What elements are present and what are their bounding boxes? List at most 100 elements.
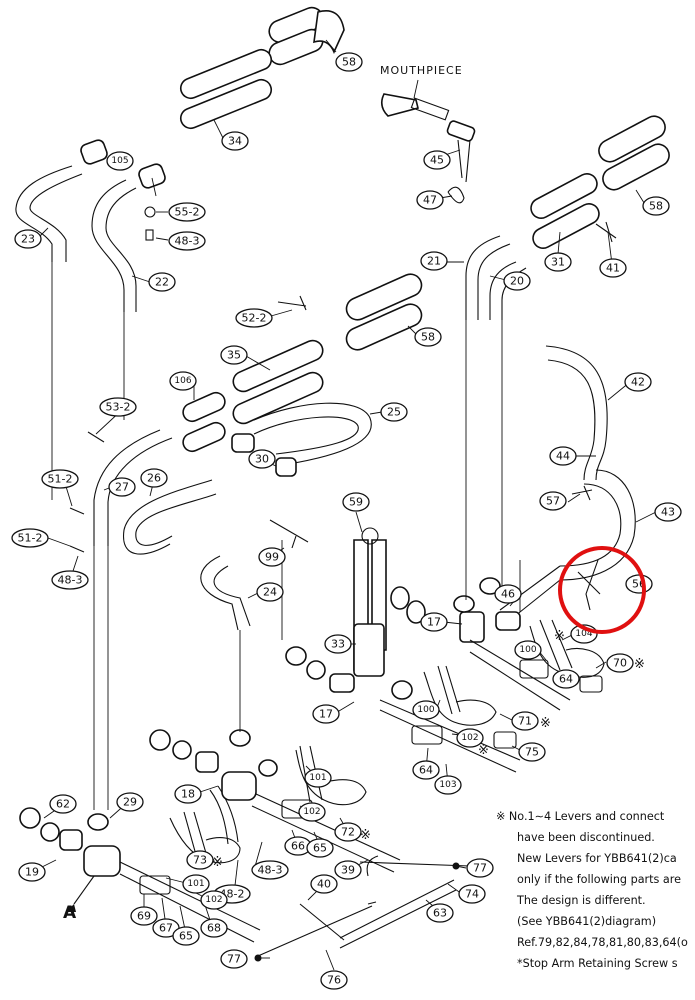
svg-text:48-3: 48-3	[58, 574, 83, 587]
part-bubble[interactable]: 44	[549, 446, 577, 466]
left-curved-tubes	[69, 429, 309, 631]
svg-text:30: 30	[255, 453, 269, 466]
svg-text:99: 99	[265, 551, 279, 564]
svg-text:106: 106	[174, 376, 191, 386]
part-bubble[interactable]: 64	[412, 760, 440, 780]
upper-left-tubes	[15, 6, 345, 312]
part-bubble[interactable]: 45	[423, 150, 451, 170]
part-bubble[interactable]: 76	[320, 970, 348, 990]
part-bubble[interactable]: 35	[220, 345, 248, 365]
part-bubble[interactable]: 75	[518, 742, 546, 762]
part-bubble[interactable]: 24	[256, 582, 284, 602]
part-bubble[interactable]: 20	[503, 271, 531, 291]
part-bubble[interactable]: 57	[539, 491, 567, 511]
svg-text:70: 70	[613, 657, 627, 670]
part-bubble[interactable]: 99	[258, 547, 286, 567]
part-bubble[interactable]: 17	[312, 704, 340, 724]
part-bubble[interactable]: 19	[18, 862, 46, 882]
svg-text:27: 27	[115, 481, 129, 494]
part-bubble[interactable]: 51-2	[41, 469, 79, 489]
part-bubble[interactable]: 102	[456, 728, 484, 748]
part-bubble[interactable]: 105	[106, 151, 134, 171]
part-bubble[interactable]: 33	[324, 634, 352, 654]
part-bubble[interactable]: 21	[420, 251, 448, 271]
part-bubble[interactable]: 48-3	[168, 231, 206, 251]
svg-text:34: 34	[228, 135, 242, 148]
part-bubble[interactable]: 101	[304, 768, 332, 788]
part-bubble[interactable]: 58	[335, 52, 363, 72]
svg-text:65: 65	[179, 930, 193, 943]
part-bubble[interactable]: 56	[625, 574, 653, 594]
part-bubble[interactable]: 22	[148, 272, 176, 292]
svg-text:101: 101	[187, 879, 204, 889]
part-bubble[interactable]: 104	[570, 624, 598, 644]
part-bubble[interactable]: 46	[494, 584, 522, 604]
part-bubble[interactable]: 58	[414, 327, 442, 347]
part-bubble[interactable]: 34	[221, 131, 249, 151]
svg-text:24: 24	[263, 586, 277, 599]
part-bubble[interactable]: 65	[172, 926, 200, 946]
part-bubble[interactable]: 51-2	[11, 528, 49, 548]
part-bubble[interactable]: 41	[599, 258, 627, 278]
part-bubble[interactable]: 100	[412, 700, 440, 720]
part-bubble[interactable]: 23	[14, 229, 42, 249]
part-bubble[interactable]: 71	[511, 711, 539, 731]
part-bubble[interactable]: 100	[514, 640, 542, 660]
bottom-rod-assembly	[254, 855, 471, 962]
part-bubble[interactable]: 63	[426, 903, 454, 923]
part-bubble[interactable]: 39	[334, 860, 362, 880]
part-bubble[interactable]: 68	[200, 918, 228, 938]
part-bubble[interactable]: 66	[284, 836, 312, 856]
part-bubble[interactable]: 25	[380, 402, 408, 422]
part-bubble[interactable]: 53-2	[99, 397, 137, 417]
part-bubble[interactable]: 103	[434, 775, 462, 795]
part-bubble[interactable]: 48-3	[51, 570, 89, 590]
part-bubble[interactable]: 17	[420, 612, 448, 632]
svg-text:35: 35	[227, 349, 241, 362]
part-bubble[interactable]: 58	[642, 196, 670, 216]
note-line: (See YBB641(2)diagram)	[517, 915, 657, 928]
svg-text:102: 102	[303, 807, 320, 817]
part-bubble[interactable]: 18	[174, 784, 202, 804]
part-bubble[interactable]: 31	[544, 252, 572, 272]
part-bubble[interactable]: 62	[49, 794, 77, 814]
part-bubble[interactable]: 72	[334, 822, 362, 842]
part-bubble[interactable]: 59	[342, 492, 370, 512]
svg-text:44: 44	[556, 450, 570, 463]
svg-text:62: 62	[56, 798, 70, 811]
part-bubble[interactable]: 102	[298, 802, 326, 822]
center-valve-assembly	[285, 527, 571, 773]
svg-text:76: 76	[327, 974, 341, 987]
svg-text:42: 42	[631, 376, 645, 389]
part-bubble[interactable]: 77	[466, 858, 494, 878]
part-bubble[interactable]: 67	[152, 918, 180, 938]
upper-right-tubes	[465, 115, 670, 320]
svg-text:20: 20	[510, 275, 524, 288]
part-bubble[interactable]: 74	[458, 884, 486, 904]
svg-text:103: 103	[439, 780, 456, 790]
part-bubble[interactable]: 30	[248, 449, 276, 469]
part-bubble[interactable]: 69	[130, 906, 158, 926]
svg-text:58: 58	[421, 331, 435, 344]
part-bubble[interactable]: 65	[306, 838, 334, 858]
note-line: have been discontinued.	[517, 831, 655, 844]
part-bubble[interactable]: 70	[606, 653, 634, 673]
part-bubble[interactable]: 52-2	[235, 308, 273, 328]
part-bubble[interactable]: 43	[654, 502, 682, 522]
part-bubble[interactable]: 47	[416, 190, 444, 210]
part-bubble[interactable]: 73	[186, 850, 214, 870]
part-bubble[interactable]: 77	[220, 949, 248, 969]
svg-text:23: 23	[21, 233, 35, 246]
part-bubble[interactable]: 29	[116, 792, 144, 812]
part-bubble[interactable]: 106	[169, 371, 197, 391]
part-bubble[interactable]: 101	[182, 874, 210, 894]
part-bubble[interactable]: 27	[108, 477, 136, 497]
part-bubble[interactable]: 55-2	[168, 202, 206, 222]
part-bubble[interactable]: 42	[624, 372, 652, 392]
svg-text:51-2: 51-2	[48, 473, 73, 486]
part-bubble[interactable]: 102	[200, 890, 228, 910]
part-bubble[interactable]: 48-3	[251, 860, 289, 880]
part-bubble[interactable]: 26	[140, 468, 168, 488]
part-bubble[interactable]: 64	[552, 669, 580, 689]
part-bubble[interactable]: 40	[310, 874, 338, 894]
